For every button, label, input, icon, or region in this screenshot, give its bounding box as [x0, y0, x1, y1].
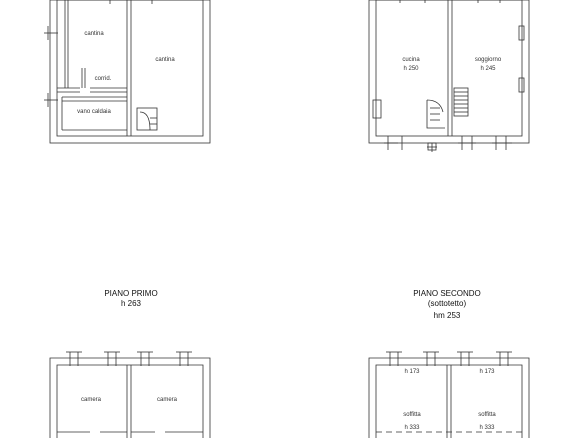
first-floor-title: PIANO PRIMO [104, 289, 157, 298]
second-floor-height: hm 253 [434, 311, 461, 320]
room-height: h 173 [404, 369, 420, 375]
ground-inner-wall [375, 0, 523, 137]
second-floor-title: PIANO SECONDO [413, 289, 481, 298]
room-label: corrid. [95, 76, 112, 82]
room-height: h 250 [403, 66, 419, 72]
second-inner-wall [375, 364, 523, 438]
room-label: cantina [84, 31, 104, 37]
plan-first-floor [49, 351, 211, 438]
cellar-inner-wall [56, 0, 204, 137]
room-height: h 245 [480, 66, 496, 72]
plan-second-floor [368, 351, 530, 438]
room-height: h 333 [404, 425, 420, 431]
room-height: h 173 [479, 369, 495, 375]
room-label: vano caldaia [77, 109, 111, 115]
first-outer-wall [49, 357, 211, 438]
room-label: soffitta [403, 412, 421, 418]
room-label: camera [81, 397, 102, 403]
plan-ground-floor [368, 0, 530, 152]
room-label: cucina [402, 57, 420, 63]
first-inner-wall [56, 364, 204, 438]
cellar-outer-wall [49, 0, 211, 144]
room-label: soggiorno [475, 57, 502, 63]
room-height: h 333 [479, 425, 495, 431]
ground-outer-wall [368, 0, 530, 144]
plan-cellar [44, 0, 211, 144]
room-label: cantina [155, 57, 175, 63]
room-label: soffitta [478, 412, 496, 418]
room-label: camera [157, 397, 178, 403]
second-floor-subtitle: (sottotetto) [428, 299, 467, 308]
first-floor-height: h 263 [121, 299, 142, 308]
second-outer-wall [368, 357, 530, 438]
